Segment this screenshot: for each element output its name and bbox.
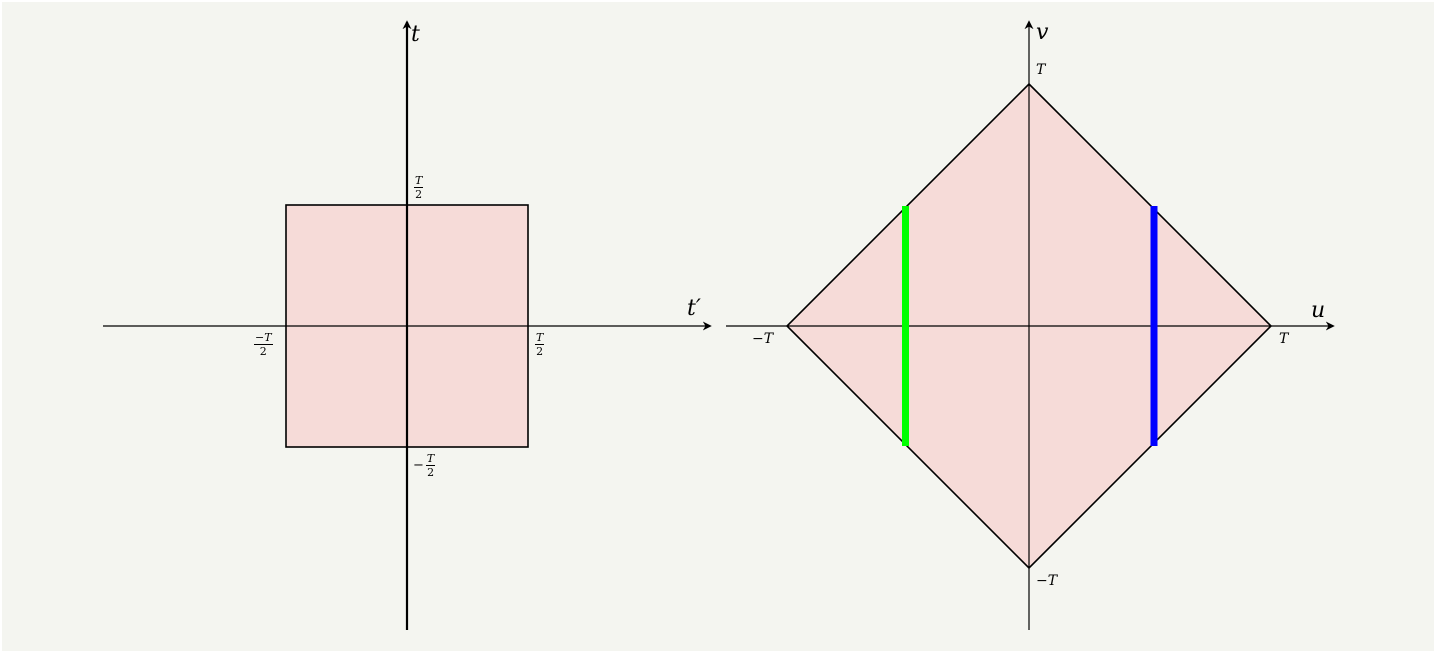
tick-label-left: −T 2 xyxy=(254,331,273,358)
tick-label-top: T 2 xyxy=(414,174,424,201)
v-axis-label: v xyxy=(1036,20,1049,45)
tick-label-top-T: T xyxy=(1036,62,1046,78)
tick-label-bottom-neg-T: −T xyxy=(1036,573,1058,589)
tick-label-right-T: T xyxy=(1279,331,1289,347)
tick-label-left-neg-T: −T xyxy=(752,331,774,347)
t-prime-axis-label: t′ xyxy=(687,296,701,321)
left-diagram xyxy=(103,20,712,630)
tick-label-right: T 2 xyxy=(535,331,545,358)
u-axis-label: u xyxy=(1311,298,1326,323)
right-diagram xyxy=(726,20,1335,630)
tick-label-bottom: − T 2 xyxy=(413,452,436,479)
t-axis-label: t xyxy=(411,22,420,47)
